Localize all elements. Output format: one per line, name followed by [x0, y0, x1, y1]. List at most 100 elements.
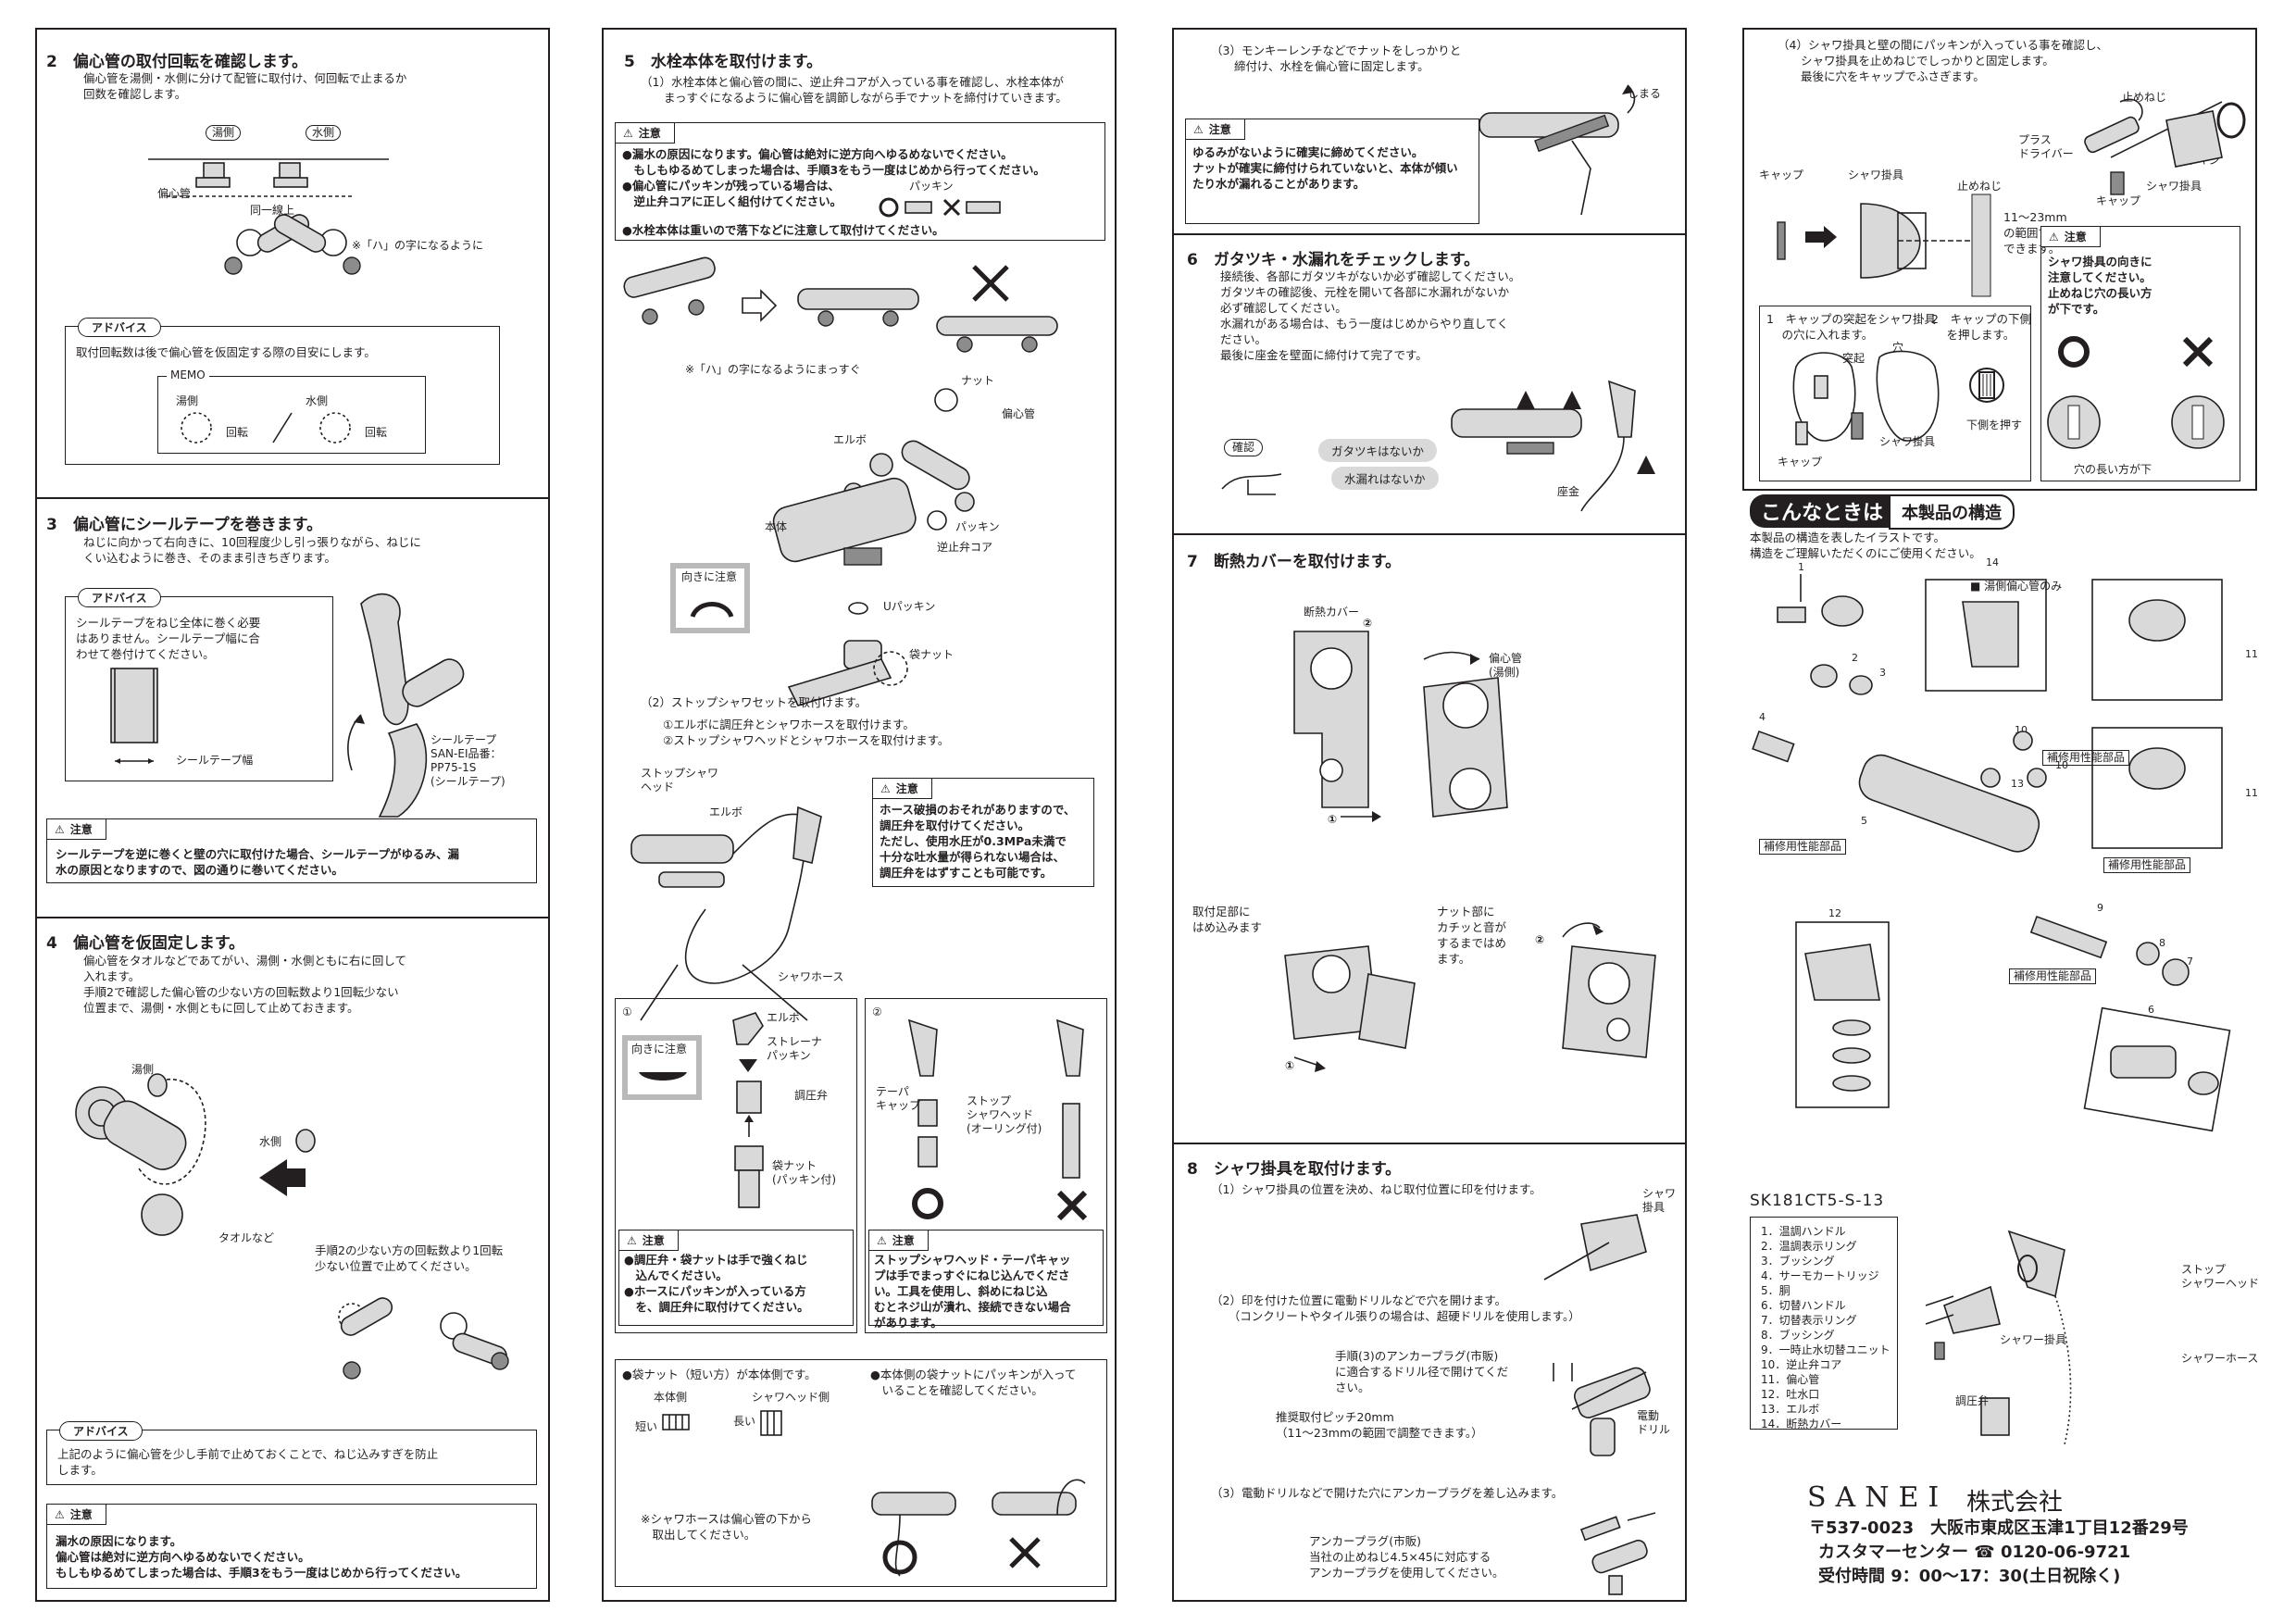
- label-kakegu-8: シャワ掛具: [2146, 180, 2202, 193]
- part-8: 8．ブッシング: [1761, 1329, 1835, 1342]
- label-yu-4: 湯側: [131, 1063, 155, 1076]
- step-2-pipe-illustration: [148, 158, 389, 275]
- company-name: 株式会社: [1966, 1489, 2064, 1517]
- label-cap-8b: キャップ: [1759, 169, 1804, 181]
- advice-tag-2: アドバイス: [78, 318, 161, 337]
- advice-text-4: 上記のように偏心管を少し手前で止めておくことで、ねじ込みすぎを防止 します。: [57, 1447, 439, 1477]
- sub-box-1: [615, 998, 857, 1333]
- label-yu-side: 湯側: [206, 125, 242, 141]
- divider-1: [37, 497, 548, 499]
- bottom-box: [615, 1359, 1107, 1587]
- sub-box-2: [865, 998, 1107, 1333]
- kakegu-assembly-illustration: [2084, 98, 2246, 195]
- circle-1b: ①: [1285, 1059, 1295, 1072]
- drill-illustration: [1553, 1363, 1651, 1456]
- warning-icon: ⚠: [55, 1508, 65, 1521]
- label-henshin-7: 偏心管 (湯側): [1489, 652, 1523, 679]
- divider-4: [1174, 533, 1685, 535]
- hoshu-label-3: 補修用性能部品: [2103, 857, 2191, 873]
- step-5-text-2a: ①エルボに調圧弁とシャワホースを取付けます。 ②ストップシャワヘッドとシャワホー…: [663, 718, 950, 747]
- part-1: 1．温調ハンドル: [1761, 1225, 1846, 1238]
- orientation-note-box: [670, 563, 750, 633]
- label-fukuronut: 袋ナット: [909, 648, 955, 661]
- pitch-note: 推奨取付ピッチ20mm （11～23mmの範囲で調整できます。）: [1276, 1410, 1483, 1440]
- caution-box-5: [615, 122, 1105, 241]
- part-4: 4．サーモカートリッジ: [1761, 1269, 1879, 1282]
- caution-box-8: [2040, 226, 2240, 481]
- faucet-exploded-illustration: [772, 388, 975, 706]
- memo-mizu: 水側: [306, 394, 329, 407]
- svg-text:12: 12: [1828, 907, 1841, 919]
- label-driver: プラス ドライバー: [2018, 133, 2074, 160]
- svg-text:11: 11: [2245, 787, 2258, 799]
- caution-text-5-3: ゆるみがないように確実に締めてください。 ナットが確実に締付けられていないと、本…: [1192, 145, 1458, 191]
- caution-box-3: [46, 818, 537, 883]
- sub-box-1-chouatsu: 調圧弁: [794, 1089, 829, 1102]
- label-cap-8: キャップ: [2096, 194, 2141, 207]
- kakegu-mark-illustration: [1543, 1214, 1647, 1280]
- label-long-down: 穴の長い方が下: [2074, 463, 2152, 476]
- customer-center: カスタマーセンター ☎ 0120-06-9721: [1818, 1543, 2131, 1562]
- label-shimeru: しまる: [1628, 87, 1662, 100]
- shower-set-structure-illustration: [1925, 1230, 2072, 1445]
- bottom-hose-note: ※シャワホースは偏心管の下から 取出してください。: [641, 1512, 812, 1542]
- label-mukini: 向きに注意: [681, 570, 738, 583]
- label-same-line: 同一線上: [250, 204, 295, 217]
- bottom-left-note: ●袋ナット（短い方）が本体側です。: [622, 1368, 817, 1381]
- label-henshinkan: 偏心管: [157, 187, 192, 200]
- part-3: 3．ブッシング: [1761, 1255, 1835, 1268]
- hoshu-label-4: 補修用性能部品: [2009, 968, 2097, 984]
- step-5-3-text: （3）モンキーレンチなどでナットをしっかりと 締付け、水栓を偏心管に固定します。: [1211, 44, 1462, 73]
- column-2-panel: 5 水栓本体を取付けます。 （1）水栓本体と偏心管の間に、逆止弁コアが入っている…: [602, 28, 1117, 1602]
- warning-icon: ⚠: [2049, 231, 2059, 244]
- step-8-text-1: （1）シャワ掛具の位置を決め、ねじ取付位置に印を付けます。: [1211, 1182, 1541, 1196]
- part-11: 11．偏心管: [1761, 1373, 1820, 1386]
- warning-icon: ⚠: [55, 823, 65, 836]
- advice-tag-4: アドバイス: [59, 1421, 143, 1441]
- part-10: 10．逆止弁コア: [1761, 1358, 1842, 1371]
- towel-illustration: [75, 1073, 316, 1236]
- step-8-title: 8 シャワ掛具を取付けます。: [1187, 1160, 1402, 1179]
- circle-2: ②: [1363, 617, 1373, 630]
- sub-box-2-caution: [868, 1230, 1104, 1326]
- yu-only-label: ■ 湯側偏心管のみ: [1970, 580, 2063, 593]
- caution-box-5-3: [1185, 119, 1479, 224]
- part-12: 12．吐水口: [1761, 1388, 1820, 1401]
- label-shita: 下側を押す: [1966, 418, 2023, 431]
- circle-1: ①: [1328, 813, 1338, 826]
- sub-box-2-caution-head: ⚠注意: [869, 1230, 929, 1251]
- memo-kaiten-2: 回転: [365, 426, 388, 439]
- caution-text-3: シールテープを逆に巻くと壁の穴に取付けた場合、シールテープがゆるみ、漏 水の原因…: [56, 847, 460, 877]
- step-5-text-1: （1）水栓本体と偏心管の間に、逆止弁コアが入っている事を確認し、水栓本体が まっ…: [641, 75, 1067, 105]
- advice-box-3: [65, 596, 333, 781]
- part-9: 9．一時止水切替ユニット: [1761, 1343, 1890, 1356]
- svg-text:9: 9: [2097, 902, 2103, 914]
- step-8-4-text: （4）シャワ掛具と壁の間にパッキンが入っている事を確認し、 シャワ掛具を止めねじ…: [1778, 38, 2108, 83]
- label-towel: タオルなど: [218, 1231, 275, 1244]
- sub-box-1-packing-icon: [639, 1072, 687, 1081]
- hoshu-label-1: 補修用性能部品: [2042, 750, 2130, 766]
- part-6: 6．切替ハンドル: [1761, 1299, 1846, 1312]
- part-7: 7．切替表示リング: [1761, 1314, 1857, 1327]
- nut-comparison-icons: [662, 1410, 782, 1436]
- structure-header: 本製品の構造: [1889, 494, 2015, 530]
- caution-text-5: ●漏水の原因になります。偏心管は絶対に逆方向へゆるめないでください。 もしもゆる…: [622, 147, 1045, 208]
- step-6-faucet-illustration: [1451, 380, 1655, 512]
- tape-hand-illustration: [347, 593, 465, 818]
- anchor-note: アンカープラグ(市販) 当社の止めねじ4.5×45に対応する アンカープラグを使…: [1309, 1534, 1504, 1580]
- svg-text:8: 8: [2159, 937, 2165, 949]
- tape-width-label: シールテープ幅: [176, 754, 254, 767]
- label-henshinkan-5: 偏心管: [1002, 407, 1036, 420]
- step-5-title: 5 水栓本体を取付けます。: [624, 53, 823, 71]
- part-2: 2．温調表示リング: [1761, 1240, 1857, 1253]
- svg-text:13: 13: [2011, 778, 2024, 790]
- caution-head-5b: ⚠注意: [873, 779, 932, 799]
- warning-icon: ⚠: [877, 1234, 887, 1247]
- step-4-note: 手順2の少ない方の回転数より1回転 少ない位置で止めてください。: [315, 1243, 504, 1273]
- label-elbow: エルボ: [833, 433, 867, 446]
- sub-box-2-caution-text: ストップシャワヘッド・テーパキャッ プは手でまっすぐにねじ込んでくださ い。工具…: [874, 1253, 1071, 1330]
- step-3-title: 3 偏心管にシールテープを巻きます。: [46, 516, 323, 534]
- divider-2: [37, 917, 548, 918]
- column-4: （4）シャワ掛具と壁の間にパッキンが入っている事を確認し、 シャワ掛具を止めねじ…: [1741, 28, 2277, 1602]
- cover-illustration-1: [1293, 631, 1508, 822]
